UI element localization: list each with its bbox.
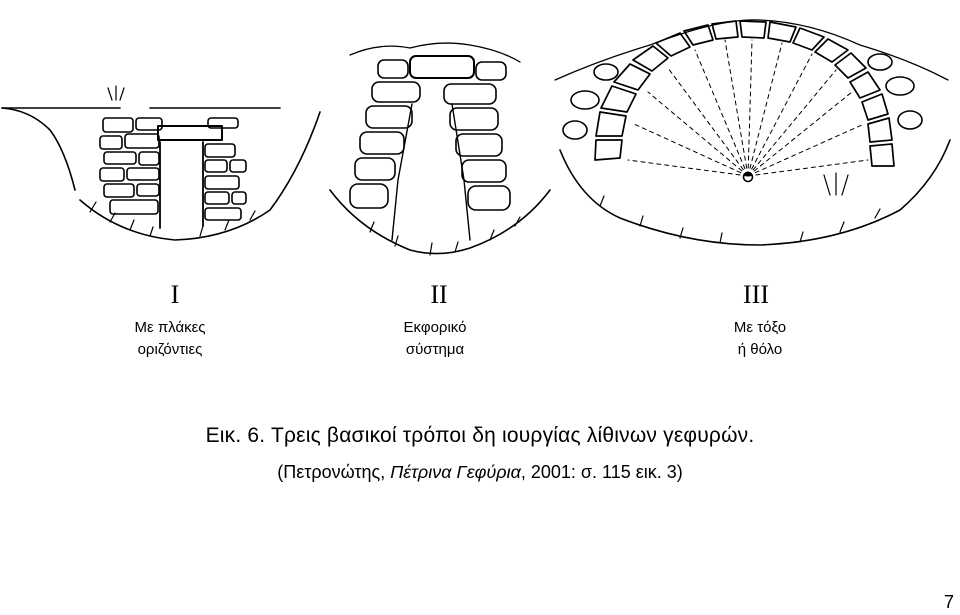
- source-suffix: , 2001: σ. 115 εικ. 3): [520, 462, 683, 482]
- type-numeral-ii: II: [430, 280, 448, 309]
- type-label-iii-line2: ή θόλο: [737, 341, 783, 358]
- type-label-i-line2: οριζόντιες: [137, 341, 203, 358]
- type-label-iii-line1: Με τόξο: [733, 319, 787, 336]
- type-label-i-line1: Με πλάκες: [134, 319, 206, 336]
- type-numeral-i: I: [170, 280, 180, 309]
- type-numeral-iii: III: [743, 280, 769, 309]
- page-number: 7: [943, 592, 954, 612]
- arch-bridge-drawing: [554, 19, 951, 246]
- source-title: Πέτρινα Γεφύρια: [390, 462, 521, 482]
- source-prefix: (Πετρονώτης,: [277, 462, 391, 482]
- figure-caption-source: (Πετρονώτης, Πέτρινα Γεφύρια, 2001: σ. 1…: [0, 462, 960, 483]
- type-label-i: Με πλάκες οριζόντιες: [100, 317, 240, 361]
- bridge-types-illustration: [1, 19, 951, 256]
- type-label-ii-line1: Εκφορικό: [403, 319, 467, 336]
- corbelled-bridge-drawing: [329, 42, 551, 256]
- figure-caption-title: Εικ. 6. Τρεις βασικοί τρόποι δη ιουργίας…: [205, 424, 755, 447]
- type-label-iii: Με τόξο ή θόλο: [690, 317, 830, 361]
- type-label-ii-line2: σύστημα: [405, 341, 465, 358]
- type-label-ii: Εκφορικό σύστημα: [365, 317, 505, 361]
- slab-bridge-drawing: [1, 85, 321, 241]
